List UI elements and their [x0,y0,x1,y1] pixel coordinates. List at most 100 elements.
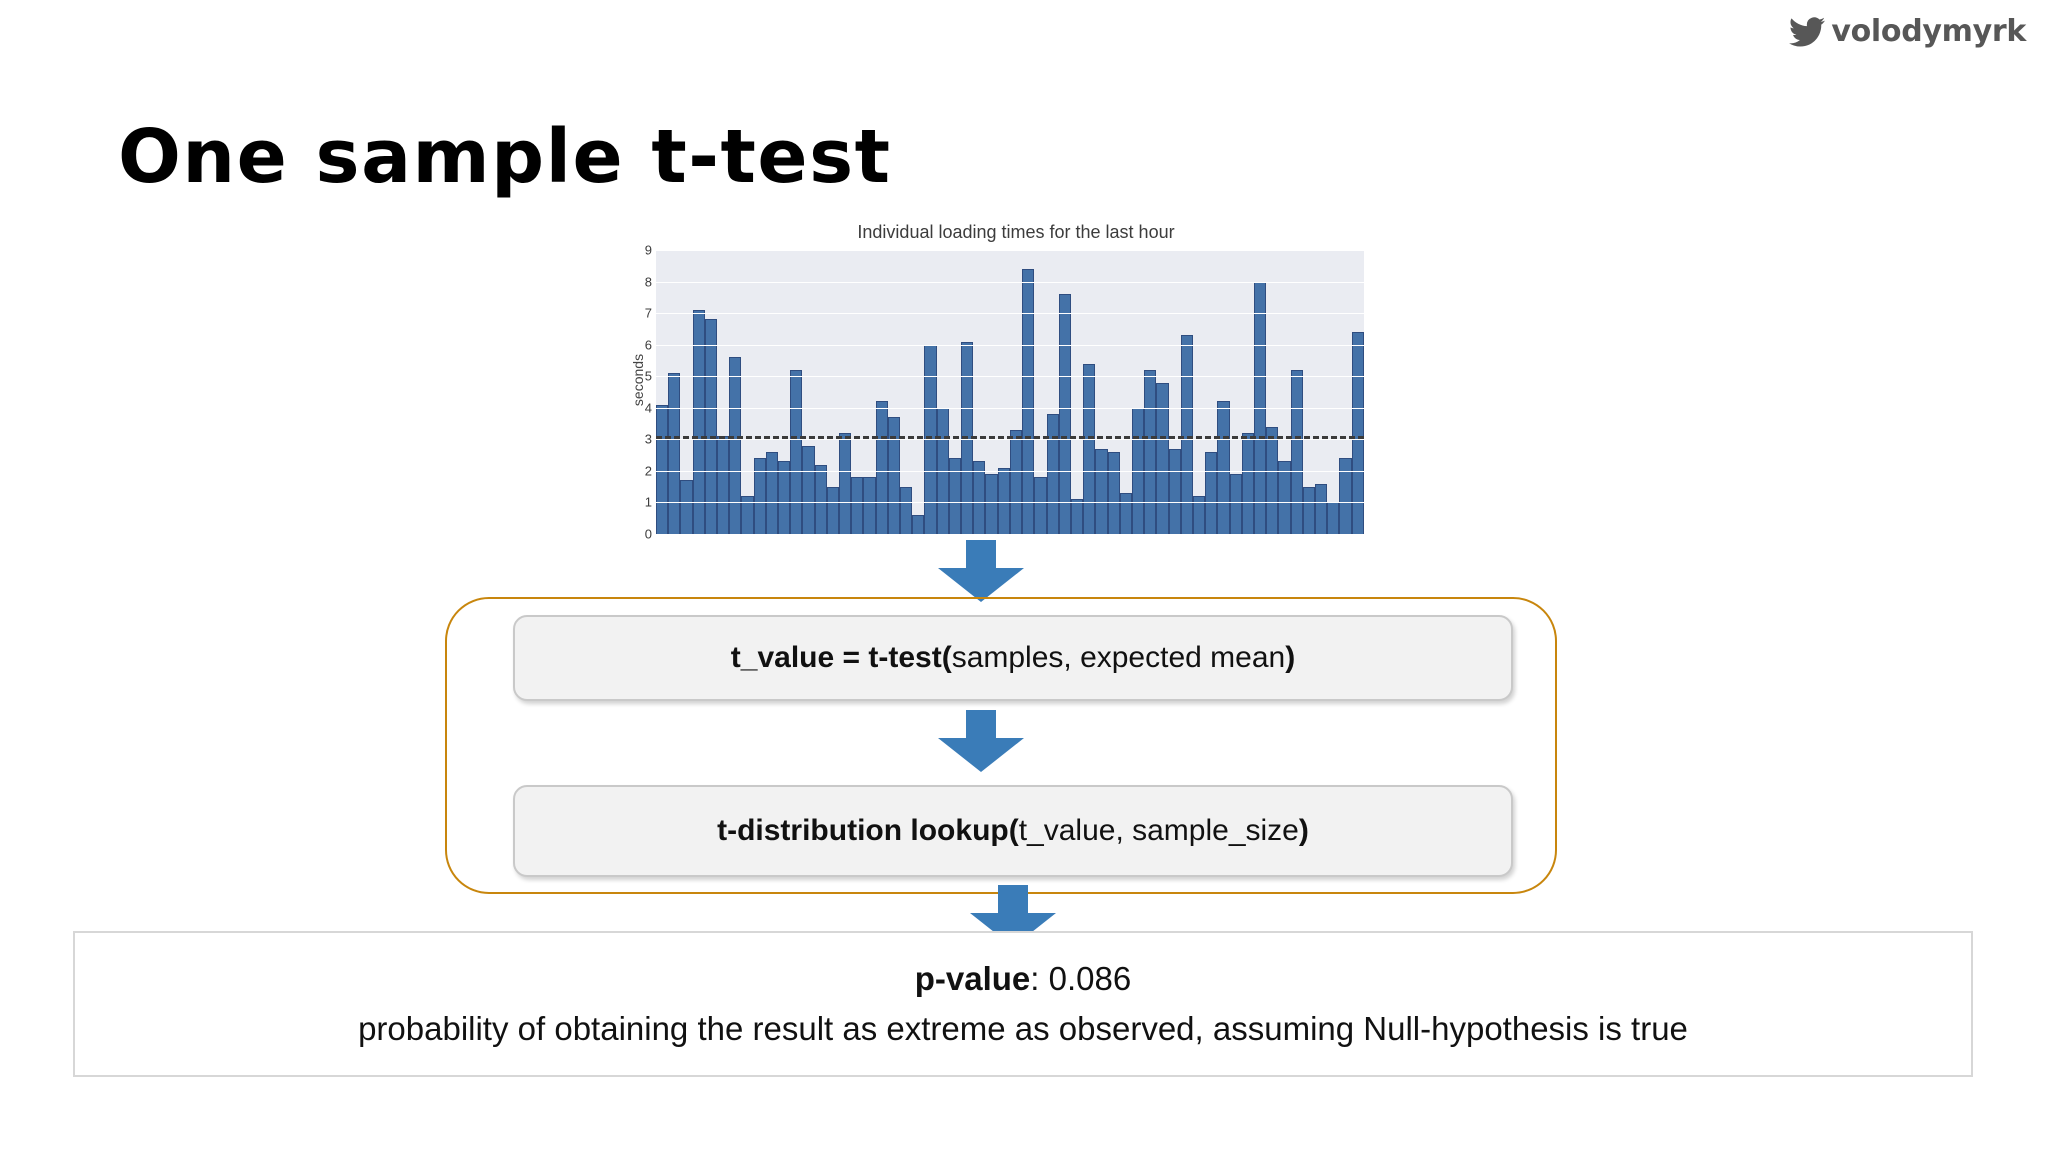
p-value-label: p-value [914,960,1031,997]
chart-bar [741,496,754,534]
chart-gridline [656,281,1364,283]
twitter-bird-icon [1789,17,1826,47]
chart-bar [1095,448,1108,534]
loading-times-chart: Individual loading times for the last ho… [596,222,1376,542]
p-value-number: 0.086 [1048,960,1132,997]
chart-gridline [656,439,1364,441]
chart-bar [729,357,742,534]
chart-bar [1046,414,1059,534]
chart-bar [900,486,913,534]
chart-bar [790,369,803,534]
chart-bar [1180,335,1193,534]
chart-y-tick-3: 3 [644,431,652,447]
chart-gridline [656,344,1364,346]
chart-bar [1168,448,1181,534]
chart-bars [656,250,1364,534]
chart-bar [717,436,730,534]
chart-bar [1314,483,1328,534]
chart-bar [1083,363,1096,534]
chart-bar [985,474,998,534]
p-value-separator: : [1030,960,1049,997]
chart-bar [997,467,1010,534]
chart-bar [680,480,693,534]
chart-plot-area [656,250,1364,534]
chart-bar [1022,268,1035,534]
chart-y-tick-1: 1 [644,494,652,510]
chart-y-tick-9: 9 [644,242,652,258]
chart-bar [1266,426,1279,534]
chart-bar [839,433,852,534]
chart-bar [692,309,705,534]
t-test-step-args: samples, expected mean [951,641,1286,674]
chart-bar [668,373,681,534]
lookup-step-box[interactable]: t-distribution lookup(t_value, sample_si… [513,785,1513,877]
expected-mean-line [656,436,1364,440]
chart-bar [1119,492,1132,534]
chart-bar [826,486,840,534]
chart-gridline [656,502,1364,504]
arrow-chart-to-ttest [938,540,1024,602]
chart-bar [912,515,925,534]
chart-bar [948,458,962,534]
chart-bar [656,404,669,534]
twitter-handle: volodymyrk [1831,14,2026,49]
t-test-step-bold-suffix: ) [1285,641,1296,674]
chart-bar [1302,486,1315,534]
chart-gridline [656,470,1364,472]
chart-bar [1034,477,1047,534]
chart-y-tick-5: 5 [644,368,652,384]
lookup-step-bold-suffix: ) [1298,814,1309,847]
chart-bar [1144,369,1157,534]
chart-bar [1229,474,1242,534]
lookup-step-label: t-distribution lookup(t_value, sample_si… [717,814,1309,848]
chart-bar [1217,401,1230,534]
page-title: One sample t-test [118,114,892,200]
result-box: p-value: 0.086 probability of obtaining … [73,931,1973,1077]
arrow-ttest-to-lookup [938,710,1024,772]
lookup-step-args: t_value, sample_size [1018,814,1299,847]
chart-bar [1192,496,1206,534]
chart-bar [973,461,986,534]
chart-bar [1058,294,1071,534]
chart-y-ticks: 0 1 2 3 4 5 6 7 8 9 [596,243,652,542]
t-test-step-box[interactable]: t_value = t-test(samples, expected mean) [513,615,1513,701]
chart-y-tick-7: 7 [644,305,652,321]
chart-y-tick-8: 8 [644,274,652,290]
t-test-step-bold-prefix: t_value = t-test( [730,641,952,674]
chart-y-tick-6: 6 [644,337,652,353]
p-value-line: p-value: 0.086 [915,960,1131,998]
chart-bar [765,451,779,534]
chart-bar [1278,461,1291,534]
chart-bar [1351,332,1364,534]
lookup-step-bold-prefix: t-distribution lookup( [717,814,1019,847]
p-value-description: probability of obtaining the result as e… [358,1010,1688,1047]
chart-bar [778,461,791,534]
chart-bar [1107,451,1120,534]
chart-bar [802,445,815,534]
chart-bar [1290,369,1303,534]
chart-gridline [656,250,1364,251]
chart-bar [863,477,876,534]
chart-bar [875,401,888,534]
chart-bar [1205,451,1218,534]
chart-title: Individual loading times for the last ho… [857,222,1175,242]
chart-y-tick-2: 2 [644,463,652,479]
chart-bar [1070,499,1084,534]
chart-gridline [656,376,1364,378]
chart-y-tick-0: 0 [644,526,652,542]
chart-bar [1339,458,1352,534]
chart-bar [1156,382,1169,534]
chart-bar [1009,429,1023,534]
chart-bar [887,417,901,534]
t-test-step-label: t_value = t-test(samples, expected mean) [731,641,1295,675]
twitter-brand: volodymyrk [1789,17,2026,47]
arrow-lookup-to-result [970,885,1056,947]
chart-bar [704,319,718,534]
chart-bar [753,458,766,534]
chart-gridline [656,313,1364,315]
chart-y-tick-4: 4 [644,400,652,416]
chart-bar [1241,433,1254,534]
chart-bar [851,477,864,534]
chart-bar [814,464,827,534]
chart-gridline [656,407,1364,409]
